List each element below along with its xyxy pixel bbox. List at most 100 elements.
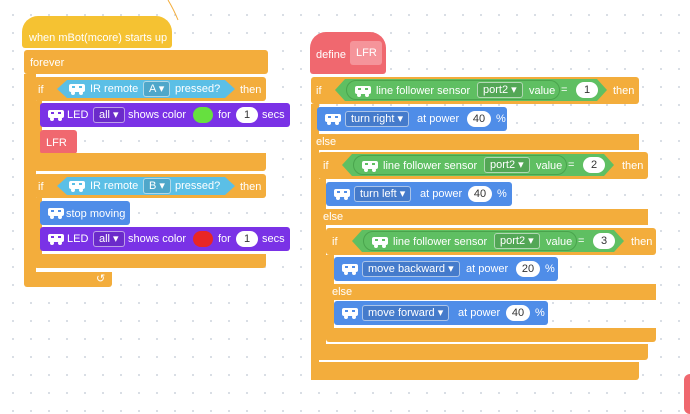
forever-block[interactable]: forever [24, 50, 268, 74]
at-power-label: at power [458, 307, 501, 319]
ir-remote-a-pressed[interactable]: IR remote A ▾ pressed? [57, 80, 235, 98]
percent-label: % [545, 263, 555, 275]
stop-moving-block[interactable]: stop moving [40, 201, 130, 225]
if-label: if [332, 236, 338, 248]
ir-remote-label: IR remote [90, 83, 139, 95]
ir-remote-b-pressed[interactable]: IR remote B ▾ pressed? [57, 177, 235, 195]
then-label: then [240, 84, 262, 96]
if-arm [34, 101, 42, 153]
percent-label: % [497, 188, 507, 200]
define-label: define [316, 49, 346, 61]
call-lfr-block[interactable]: LFR [40, 130, 77, 154]
mbot-icon [67, 179, 87, 193]
port-dropdown[interactable]: port2 ▾ [484, 157, 530, 173]
color-swatch-green[interactable] [193, 107, 213, 123]
ir-key-dropdown[interactable]: B ▾ [143, 178, 171, 194]
if-label: if [316, 85, 322, 97]
if-arm [34, 198, 42, 256]
pressed-label: pressed? [175, 180, 221, 192]
else-label: else [316, 136, 337, 148]
led-position-dropdown[interactable]: all ▾ [93, 231, 125, 247]
line-follower-sensor-reporter[interactable]: line follower sensor port2 ▾ value [353, 155, 567, 175]
else-label: else [323, 211, 344, 223]
for-label: for [218, 109, 231, 121]
percent-label: % [535, 307, 545, 319]
mbot-icon [67, 82, 87, 96]
power-input[interactable]: 20 [516, 261, 540, 277]
if-arm [311, 104, 319, 134]
at-power-label: at power [466, 263, 509, 275]
led-shows-color-block[interactable]: LED all ▾ shows color for 1 secs [40, 227, 290, 251]
direction-dropdown[interactable]: move forward ▾ [362, 305, 450, 321]
direction-dropdown[interactable]: move backward ▾ [362, 261, 460, 277]
if2-footer [318, 344, 648, 360]
if-footer [34, 254, 266, 268]
power-input[interactable]: 40 [506, 305, 530, 321]
then-label: then [613, 85, 635, 97]
secs-input[interactable]: 1 [236, 107, 258, 123]
at-power-label: at power [420, 188, 463, 200]
else-arm [326, 300, 334, 330]
sensor-label: line follower sensor [383, 160, 478, 172]
mbot-icon [48, 234, 64, 245]
port-dropdown[interactable]: port2 ▾ [477, 82, 523, 98]
equals-label: = [561, 84, 568, 96]
define-name: LFR [356, 47, 377, 59]
value-label: value [529, 85, 556, 97]
for-label: for [218, 233, 231, 245]
percent-label: % [496, 113, 506, 125]
if-arm [326, 255, 334, 285]
led-label: LED [67, 233, 89, 245]
value-label: value [536, 160, 563, 172]
mbot-icon [325, 114, 341, 125]
stop-moving-label: stop moving [66, 208, 126, 220]
power-input[interactable]: 40 [467, 111, 491, 127]
move-forward-block[interactable]: move forward ▾ at power 40 % [334, 301, 548, 325]
line-follower-sensor-reporter[interactable]: line follower sensor port2 ▾ value [346, 80, 560, 100]
at-power-label: at power [417, 113, 460, 125]
mbot-icon [342, 308, 358, 319]
led-label: LED [67, 109, 89, 121]
else-label: else [332, 286, 353, 298]
mbot-icon [48, 110, 64, 121]
power-input[interactable]: 40 [468, 186, 492, 202]
else-bar: else [326, 284, 656, 300]
forever-arm [24, 74, 36, 272]
turn-right-block[interactable]: turn right ▾ at power 40 % [317, 107, 507, 131]
equals-label: = [578, 235, 585, 247]
loop-arrow-icon: ↺ [96, 273, 106, 285]
led-shows-color-block[interactable]: LED all ▾ shows color for 1 secs [40, 103, 290, 127]
compare-value-input[interactable]: 3 [593, 233, 615, 249]
else-bar: else [311, 134, 639, 150]
if-label: if [38, 84, 44, 96]
led-position-dropdown[interactable]: all ▾ [93, 107, 125, 123]
then-label: then [240, 181, 262, 193]
direction-dropdown[interactable]: turn right ▾ [345, 111, 409, 127]
line-follower-sensor-reporter[interactable]: line follower sensor port2 ▾ value [363, 231, 577, 251]
pressed-label: pressed? [175, 83, 221, 95]
ir-key-dropdown[interactable]: A ▾ [143, 81, 170, 97]
if1-footer [311, 362, 639, 380]
mbot-icon [362, 161, 378, 172]
define-name-slot[interactable]: LFR [350, 41, 382, 65]
define-lfr-block[interactable]: define LFR [310, 32, 386, 74]
offscreen-block-edge [684, 374, 690, 414]
if3-footer [326, 328, 656, 342]
compare-value-input[interactable]: 2 [583, 157, 605, 173]
hat-block-when-starts-up[interactable]: when mBot(mcore) starts up [22, 16, 172, 48]
if-label: if [38, 181, 44, 193]
compare-value-input[interactable]: 1 [576, 82, 598, 98]
secs-input[interactable]: 1 [236, 231, 258, 247]
call-lfr-label: LFR [46, 137, 67, 149]
turn-left-block[interactable]: turn left ▾ at power 40 % [326, 182, 512, 206]
else-arm [311, 150, 319, 380]
sensor-label: line follower sensor [376, 85, 471, 97]
color-swatch-red[interactable] [193, 231, 213, 247]
mbot-icon [334, 189, 350, 200]
port-dropdown[interactable]: port2 ▾ [494, 233, 540, 249]
ir-remote-label: IR remote [90, 180, 139, 192]
move-backward-block[interactable]: move backward ▾ at power 20 % [334, 257, 558, 281]
then-label: then [622, 160, 644, 172]
mbot-icon [48, 208, 64, 219]
direction-dropdown[interactable]: turn left ▾ [354, 186, 412, 202]
